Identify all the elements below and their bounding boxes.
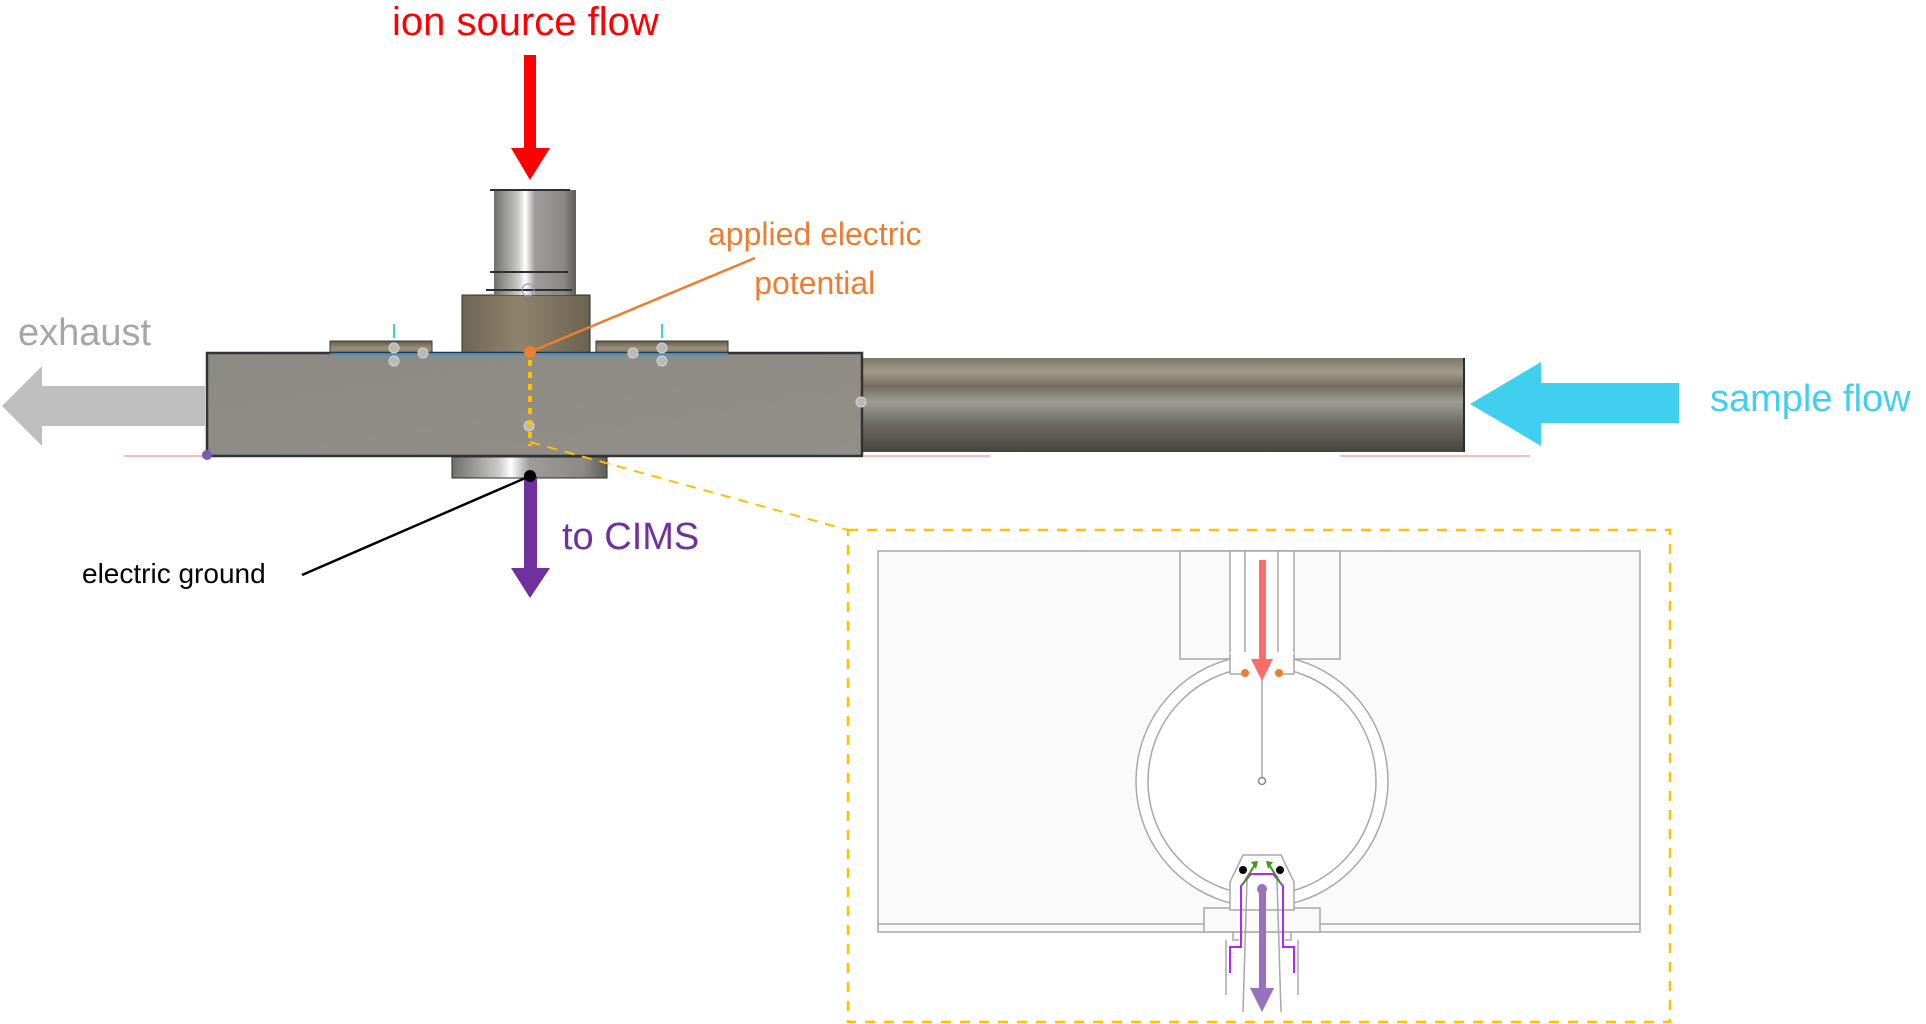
exhaust-label: exhaust [18,312,152,354]
arrow-down-icon [1251,659,1273,681]
electric-ground-label: electric ground [82,558,266,589]
arrow-down-icon [1250,988,1274,1012]
cross-section-inset [846,528,1672,1024]
axis-markers [393,324,663,338]
applied-potential-label-line1: applied electric [708,216,922,252]
to-cims-label: to CIMS [562,516,700,558]
sample-flow-label: sample flow [1710,378,1911,420]
arrow-down-icon [511,148,550,180]
sample-flow-arrow [1470,362,1679,446]
sample-tube [862,358,1465,452]
applied-potential-label: applied electric potential [708,210,921,308]
applied-potential-marker [524,256,756,358]
ion-source-housing [461,189,591,356]
ground-dot [1239,866,1247,874]
arrow-down-icon [511,568,550,598]
arrow-left-icon [2,366,205,446]
electrode-dot [1275,669,1283,677]
ion-source-flow-label: ion source flow [392,0,659,44]
section-marker [528,360,849,531]
main-block [202,351,864,460]
to-cims-arrow [511,476,550,598]
ion-source-flow-arrow [511,55,550,180]
electric-ground-marker [301,470,536,577]
electrode-dot [1241,669,1249,677]
arrow-left-icon [1470,362,1679,446]
ground-dot [1276,866,1284,874]
exhaust-arrow [2,366,205,446]
applied-potential-label-line2: potential [754,265,876,301]
